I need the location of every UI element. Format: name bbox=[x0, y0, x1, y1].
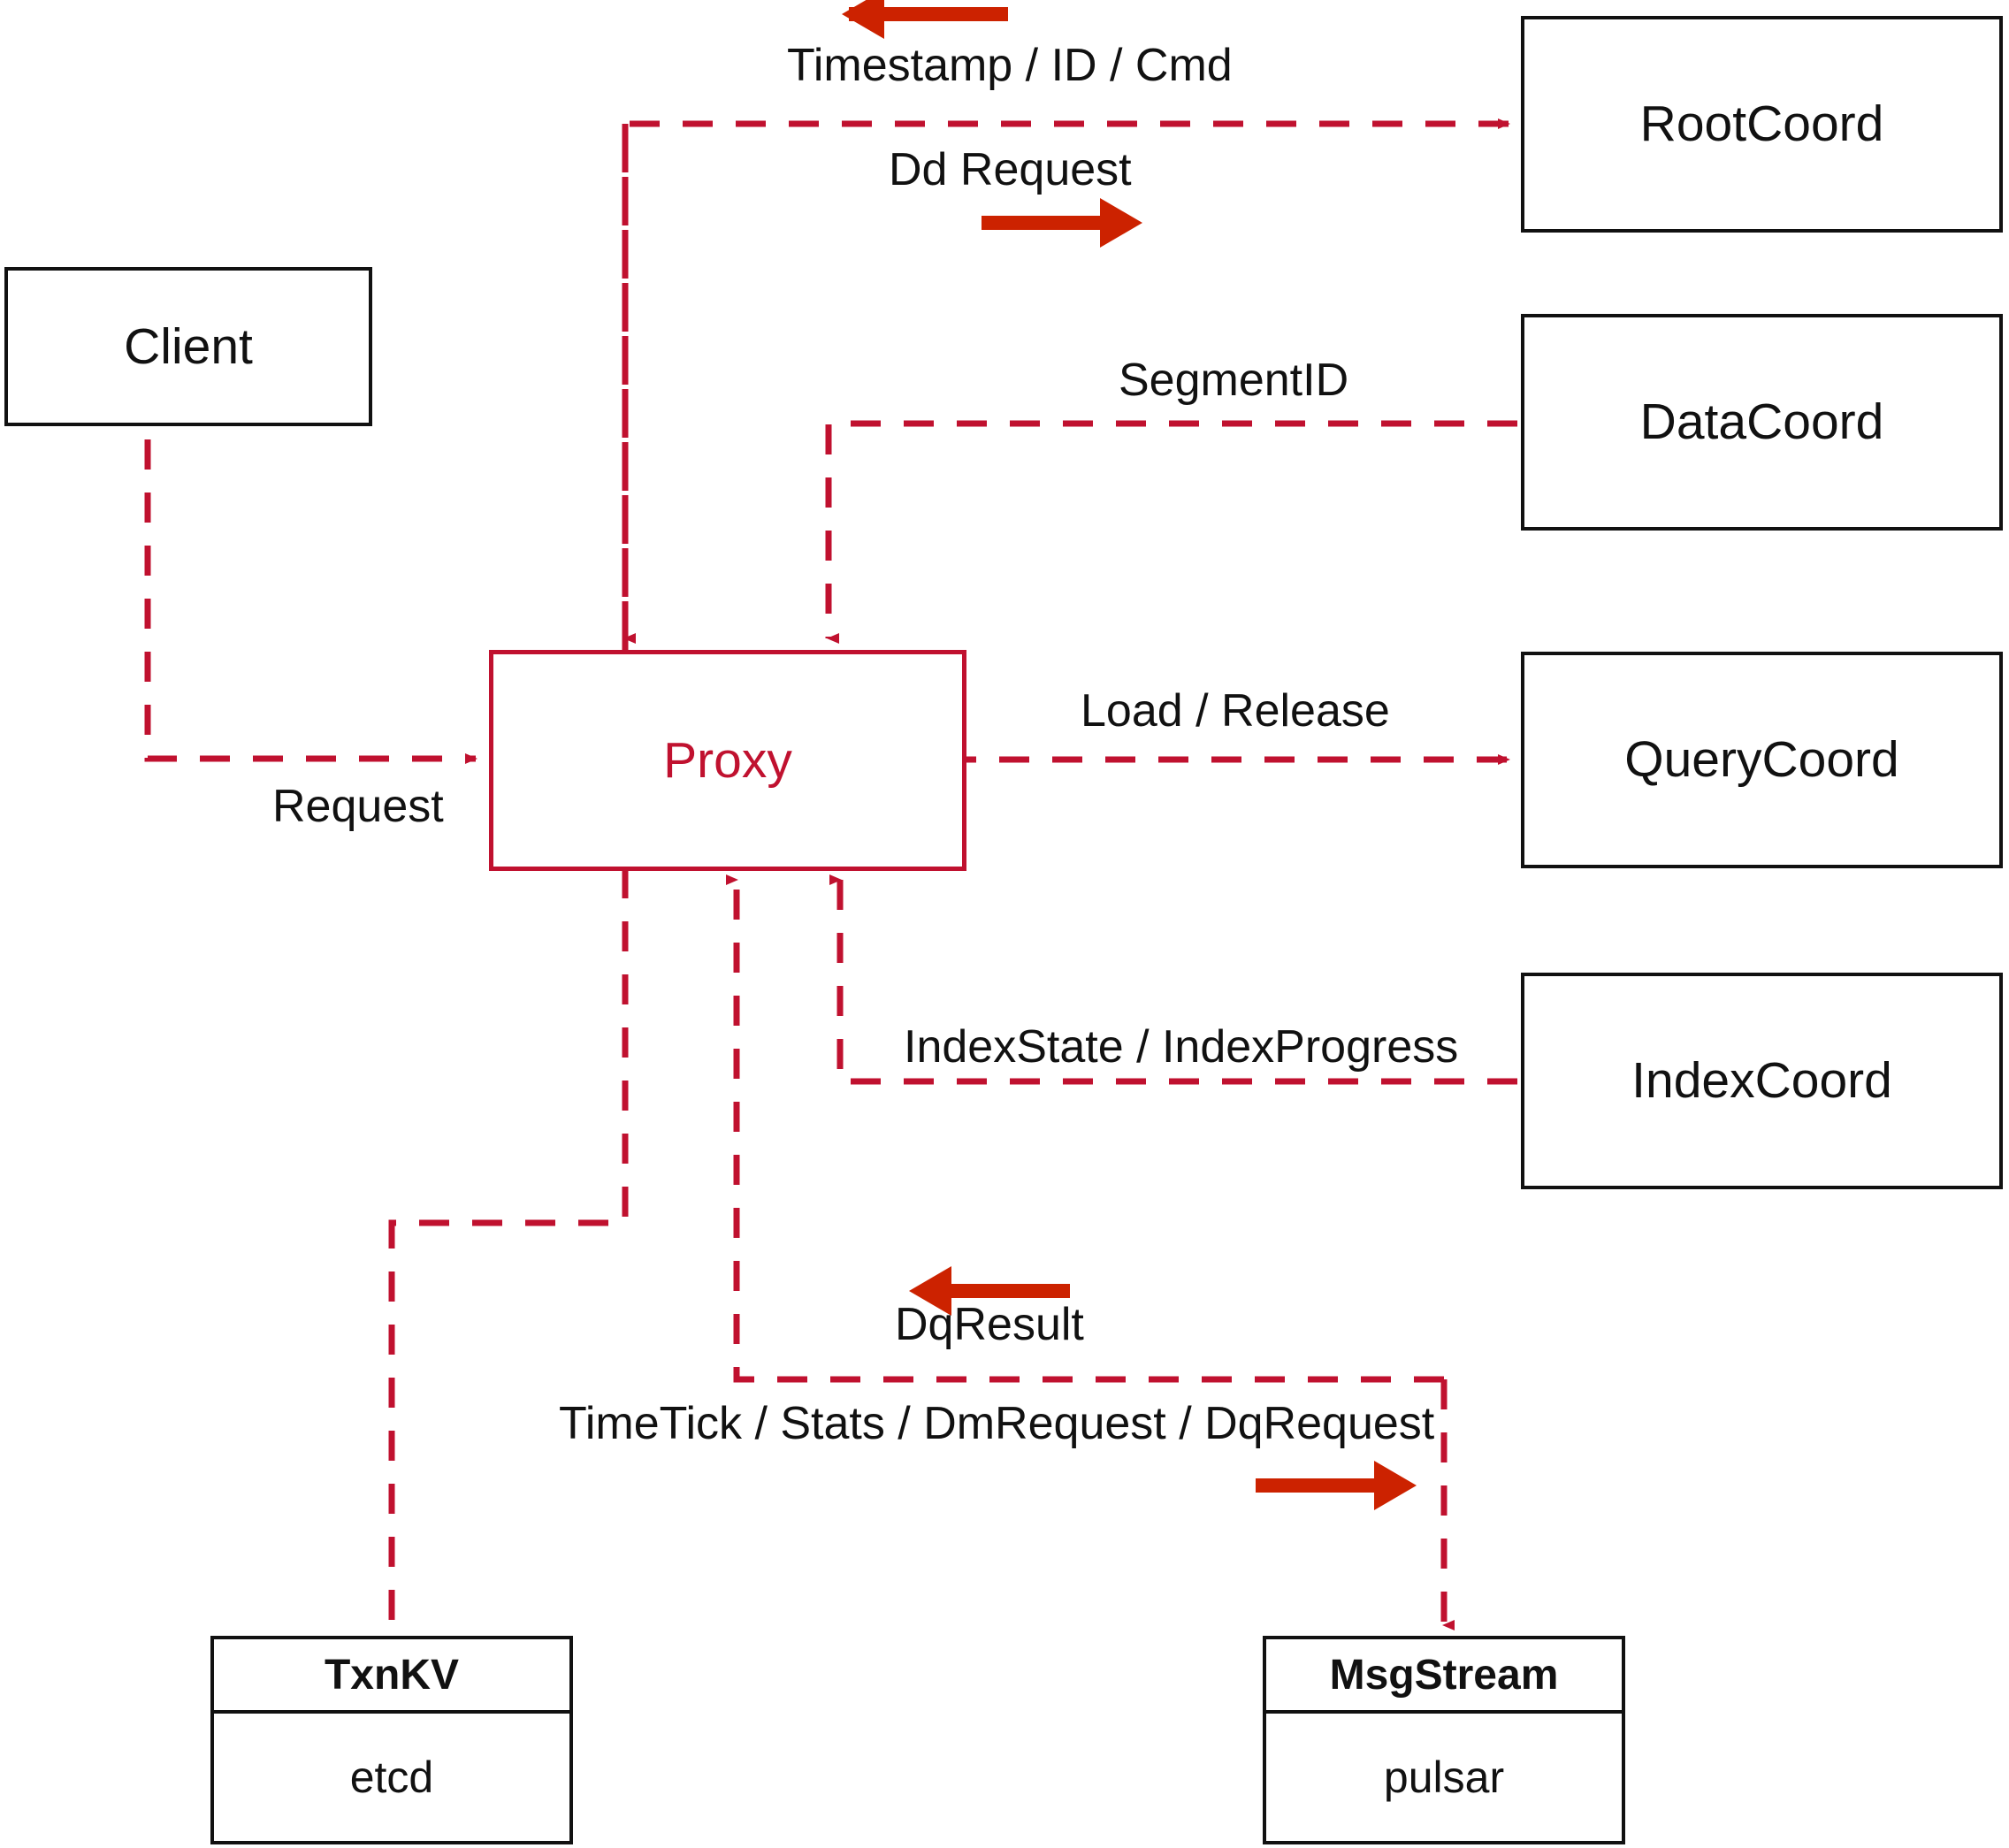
node-client[interactable]: Client bbox=[4, 267, 372, 426]
node-proxy-label: Proxy bbox=[663, 731, 792, 789]
edge-label-index-state-progress: IndexState / IndexProgress bbox=[904, 1021, 1459, 1073]
direction-arrow-dq-request bbox=[1256, 1461, 1417, 1510]
node-msgstream-body-label: pulsar bbox=[1383, 1753, 1505, 1802]
direction-arrow-dd-request bbox=[982, 198, 1142, 248]
node-rootcoord-label: RootCoord bbox=[1639, 95, 1884, 152]
node-txnkv-body: etcd bbox=[214, 1714, 569, 1841]
node-datacoord-label: DataCoord bbox=[1639, 393, 1884, 450]
edge-msgstream-to-proxy bbox=[726, 874, 1444, 1383]
edge-client-to-proxy bbox=[144, 386, 477, 764]
node-rootcoord[interactable]: RootCoord bbox=[1521, 16, 2003, 233]
node-msgstream-body: pulsar bbox=[1266, 1714, 1622, 1841]
node-querycoord[interactable]: QueryCoord bbox=[1521, 652, 2003, 868]
node-datacoord[interactable]: DataCoord bbox=[1521, 314, 2003, 531]
node-msgstream[interactable]: MsgStream pulsar bbox=[1263, 1636, 1625, 1844]
node-txnkv-header: TxnKV bbox=[214, 1639, 569, 1714]
edge-label-dq-result: DqResult bbox=[895, 1299, 1084, 1350]
edge-proxy-to-rootcoord bbox=[622, 118, 1510, 650]
edge-label-segment-id: SegmentID bbox=[1119, 355, 1349, 406]
edge-label-timestamp-id-cmd: Timestamp / ID / Cmd bbox=[787, 40, 1233, 91]
direction-arrow-timestamp-id-cmd bbox=[842, 0, 1008, 39]
edge-label-dd-request: Dd Request bbox=[889, 144, 1132, 195]
edge-label-load-release: Load / Release bbox=[1081, 685, 1390, 737]
node-indexcoord-label: IndexCoord bbox=[1631, 1052, 1892, 1109]
edge-datacoord-to-proxy bbox=[825, 420, 1517, 644]
node-client-label: Client bbox=[124, 317, 253, 375]
node-txnkv-body-label: etcd bbox=[349, 1753, 434, 1802]
direction-arrow-dq-result bbox=[909, 1266, 1070, 1316]
node-querycoord-label: QueryCoord bbox=[1624, 731, 1899, 788]
node-msgstream-header: MsgStream bbox=[1266, 1639, 1622, 1714]
node-msgstream-header-label: MsgStream bbox=[1329, 1651, 1559, 1699]
node-proxy[interactable]: Proxy bbox=[489, 650, 966, 871]
edge-proxy-to-txnkv bbox=[388, 868, 629, 1636]
node-indexcoord[interactable]: IndexCoord bbox=[1521, 973, 2003, 1189]
edge-label-timetick-stats: TimeTick / Stats / DmRequest / DqRequest bbox=[559, 1398, 1435, 1449]
node-txnkv-header-label: TxnKV bbox=[324, 1651, 459, 1699]
edge-label-request: Request bbox=[272, 781, 444, 832]
edge-indexcoord-to-proxy bbox=[829, 874, 1517, 1085]
node-txnkv[interactable]: TxnKV etcd bbox=[210, 1636, 573, 1844]
